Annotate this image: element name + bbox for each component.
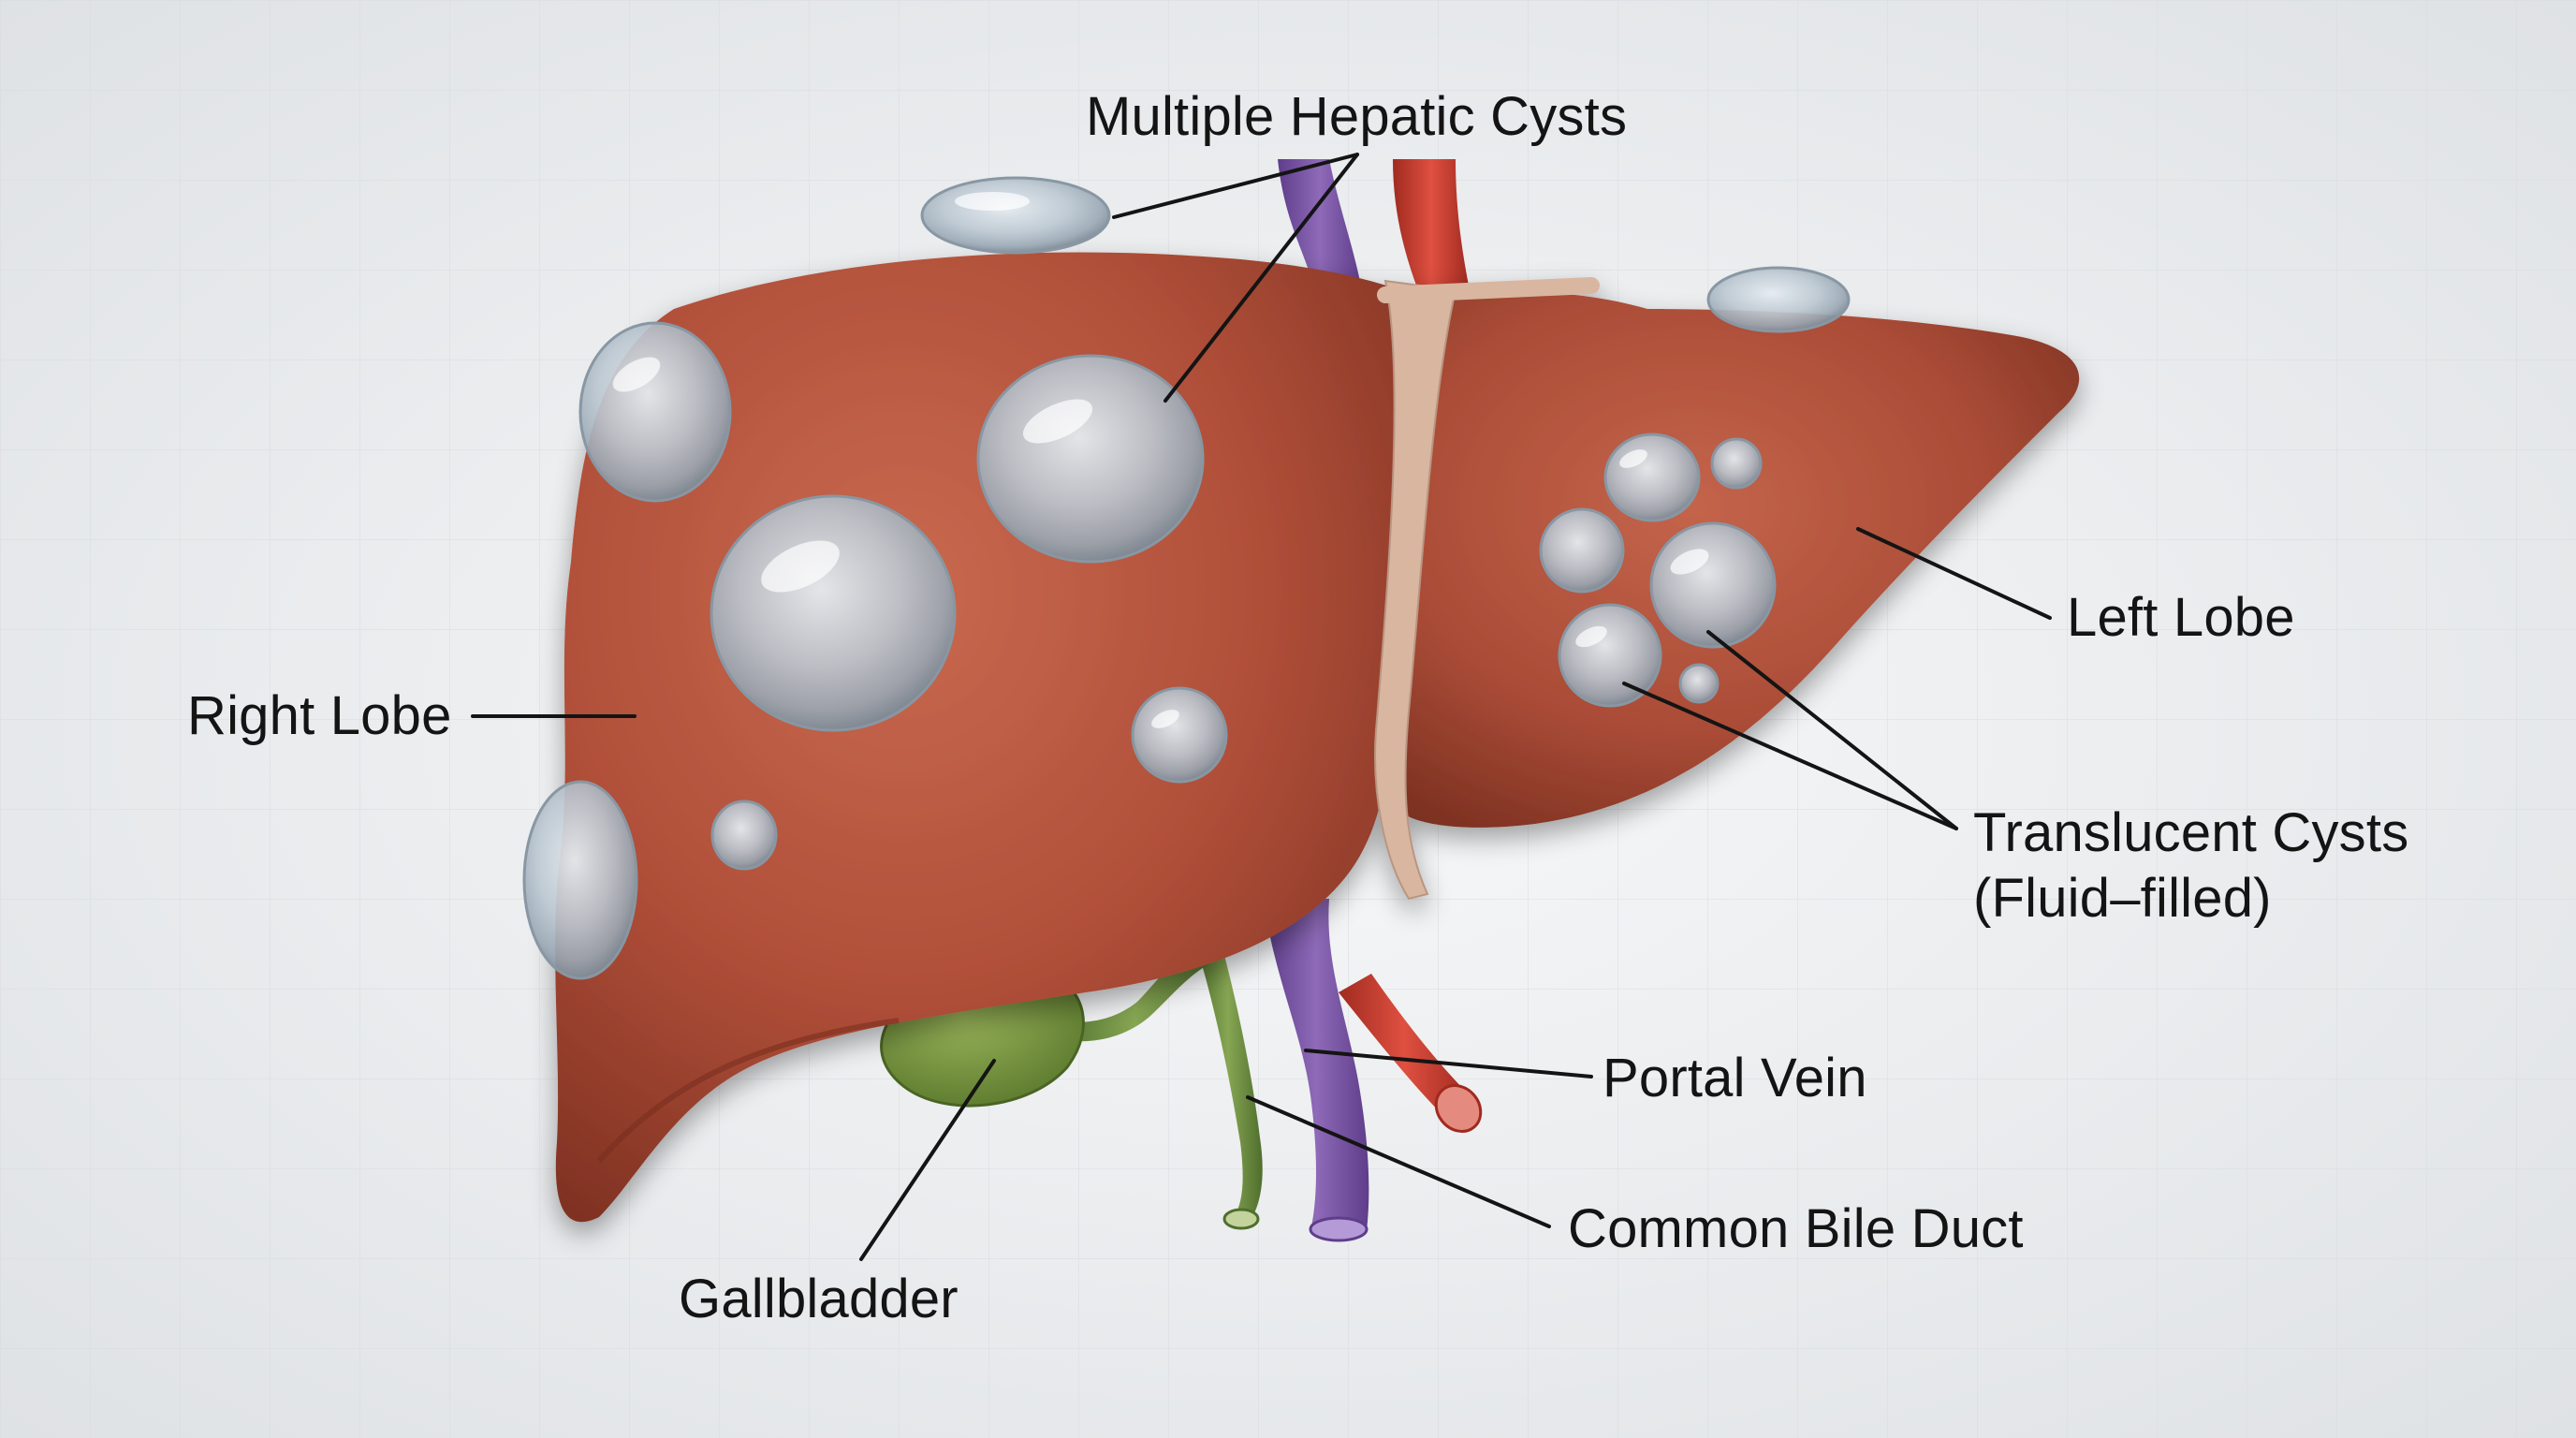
label-multiple-hepatic-cysts: Multiple Hepatic Cysts bbox=[1086, 86, 1628, 147]
leader-translucent-cyst-2 bbox=[1622, 682, 1958, 830]
right-lobe-shape bbox=[555, 252, 1423, 1223]
coronary-ligament bbox=[1377, 277, 1600, 303]
leader-translucent-cyst-1 bbox=[1706, 630, 1958, 830]
upper-artery bbox=[1393, 159, 1470, 290]
cyst-small bbox=[710, 800, 778, 871]
cyst-cluster-5 bbox=[1558, 603, 1662, 708]
falciform-ligament bbox=[1374, 279, 1457, 901]
portal-vein-trunk bbox=[1264, 899, 1369, 1231]
upper-vein bbox=[1278, 159, 1362, 290]
leader-bile-duct bbox=[1246, 1095, 1551, 1228]
cyst-cluster-3 bbox=[1539, 507, 1625, 594]
label-translucent-cysts-line1: Translucent Cysts bbox=[1973, 802, 2409, 863]
common-bile-duct bbox=[1193, 927, 1263, 1222]
label-left-lobe: Left Lobe bbox=[2067, 587, 2295, 648]
cyst-right-upper-edge bbox=[578, 321, 732, 503]
cyst-cluster-2 bbox=[1710, 437, 1763, 490]
leader-lines bbox=[471, 153, 2052, 1261]
leader-portal-vein bbox=[1304, 1049, 1593, 1078]
label-common-bile-duct: Common Bile Duct bbox=[1568, 1198, 2024, 1259]
artery-end bbox=[1434, 1084, 1483, 1133]
cyst-left-top bbox=[1706, 266, 1851, 333]
cyst-right-edge bbox=[522, 780, 638, 980]
cyst-largest bbox=[710, 494, 957, 732]
leader-cysts-upper bbox=[1164, 153, 1359, 403]
cyst-medium bbox=[1131, 686, 1228, 784]
upper-vessels bbox=[1278, 159, 1470, 290]
leader-gallbladder bbox=[859, 1059, 996, 1261]
cyst-top bbox=[920, 176, 1111, 255]
cyst-large-upper bbox=[976, 354, 1205, 564]
cysts bbox=[522, 176, 1851, 980]
portal-vein-end bbox=[1309, 1216, 1368, 1242]
cyst-cluster-4 bbox=[1649, 521, 1777, 649]
label-portal-vein: Portal Vein bbox=[1603, 1048, 1867, 1108]
label-gallbladder: Gallbladder bbox=[679, 1269, 959, 1329]
label-right-lobe: Right Lobe bbox=[187, 685, 452, 746]
leader-left-lobe bbox=[1856, 527, 2052, 620]
cyst-cluster-6 bbox=[1678, 663, 1720, 704]
inferior-edge-fold bbox=[596, 1018, 900, 1163]
leader-cysts-top bbox=[1112, 153, 1359, 219]
hepatic-artery-lower bbox=[1339, 974, 1470, 1119]
cyst-cluster-1 bbox=[1603, 433, 1701, 522]
label-translucent-cysts: Translucent Cysts (Fluid–filled) bbox=[1973, 800, 2408, 932]
bile-duct-end bbox=[1222, 1208, 1260, 1230]
label-translucent-cysts-line2: (Fluid–filled) bbox=[1973, 868, 2272, 929]
